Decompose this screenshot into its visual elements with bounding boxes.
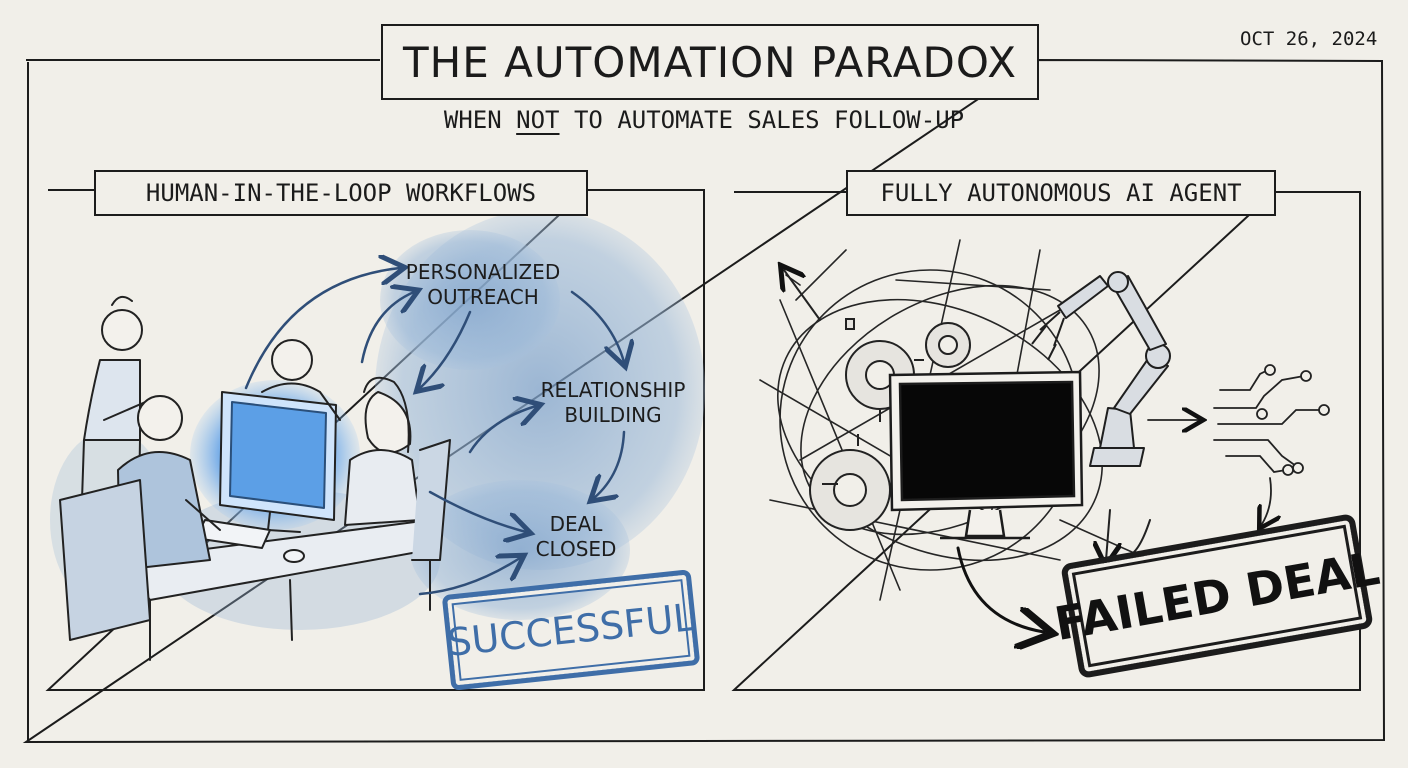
failure-arrow [956,546,1044,632]
node-deal-closed: DEAL CLOSED [526,512,626,562]
subtitle-suffix: TO AUTOMATE SALES FOLLOW-UP [559,106,965,134]
subtitle-prefix: WHEN [443,106,517,134]
node-personalized-outreach: PERSONALIZED OUTREACH [398,260,568,310]
scatter-arrows [784,270,1151,560]
gear-icon [809,318,971,531]
right-panel-label: FULLY AUTONOMOUS AI AGENT [846,170,1276,216]
subtitle-emphasis: NOT [516,106,560,134]
node-line: DEAL [549,512,603,536]
node-line: OUTREACH [427,285,539,309]
node-line: PERSONALIZED [405,260,561,284]
human-team-scene [59,295,451,661]
page-title: THE AUTOMATION PARADOX [381,24,1039,100]
node-line: CLOSED [535,537,617,561]
workflow-arrows [244,268,624,596]
node-relationship-building: RELATIONSHIP BUILDING [528,378,698,428]
date-label: OCT 26, 2024 [1240,28,1378,50]
circuit-icon [1147,364,1330,524]
node-line: BUILDING [564,403,662,427]
left-panel-label: HUMAN-IN-THE-LOOP WORKFLOWS [94,170,588,216]
right-panel-frame [731,191,1361,691]
ai-monitor [888,370,1084,540]
subtitle: WHEN NOT TO AUTOMATE SALES FOLLOW-UP [0,106,1408,134]
robot-arm-icon [1031,271,1171,467]
node-line: RELATIONSHIP [540,378,686,402]
